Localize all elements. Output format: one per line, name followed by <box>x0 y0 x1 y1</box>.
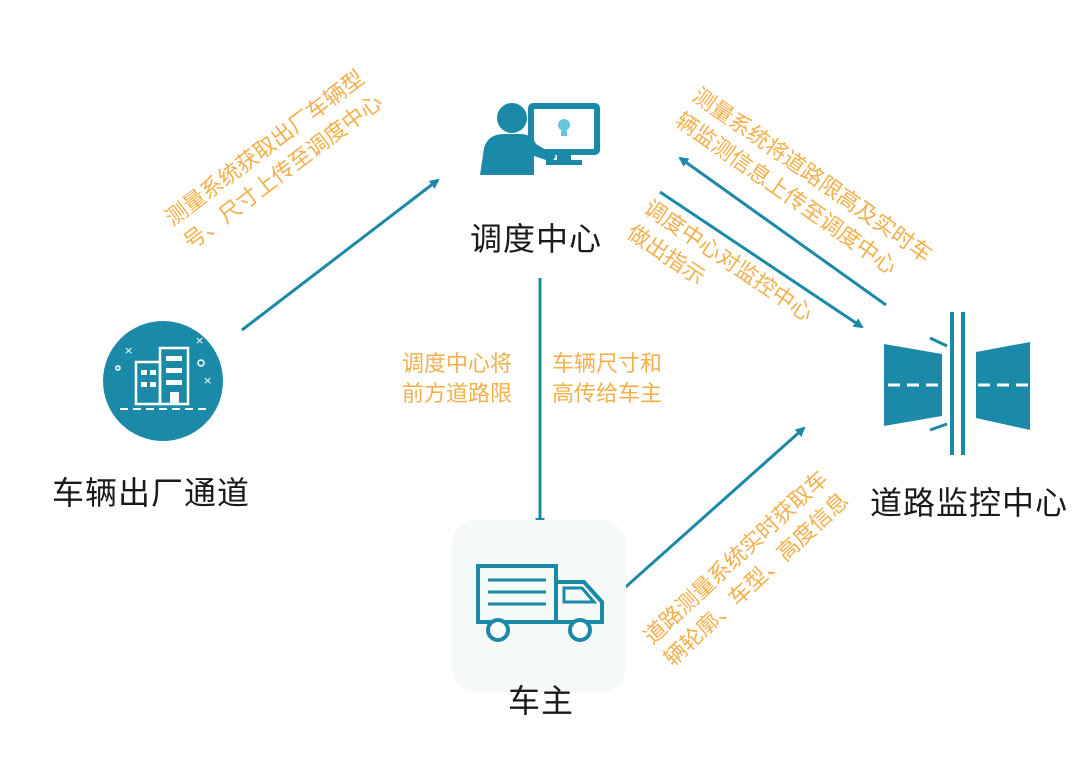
truck-tile <box>452 520 626 692</box>
svg-text:×: × <box>195 334 204 347</box>
annotation-line: 车辆尺寸和 <box>552 352 663 377</box>
dispatch-center-label: 调度中心 <box>470 220 603 258</box>
building-circle-icon: × × × <box>103 321 223 441</box>
annotation-line: 前方道路限 <box>402 382 513 407</box>
road-gate-icon <box>884 312 1030 455</box>
arrow-factory-to-dispatch <box>241 178 440 332</box>
arrow-road-to-dispatch <box>678 156 887 307</box>
svg-text:×: × <box>203 374 212 387</box>
annotation-dispatch-to-owner-left: 调度中心将 前方道路限 <box>402 350 512 410</box>
annotation-line: 高传给车主 <box>552 382 663 407</box>
annotation-line: 调度中心将 <box>402 352 513 377</box>
factory-channel-label: 车辆出厂通道 <box>52 474 251 512</box>
person-at-computer-icon <box>480 103 600 175</box>
annotation-dispatch-to-owner-right: 车辆尺寸和 高传给车主 <box>552 350 662 410</box>
road-monitoring-label: 道路监控中心 <box>870 484 1069 522</box>
arrow-dispatch-to-road <box>659 190 864 329</box>
arrow-owner-to-road <box>619 426 806 594</box>
vehicle-owner-label: 车主 <box>508 682 575 720</box>
truck-icon <box>476 564 604 642</box>
svg-text:×: × <box>124 344 133 357</box>
